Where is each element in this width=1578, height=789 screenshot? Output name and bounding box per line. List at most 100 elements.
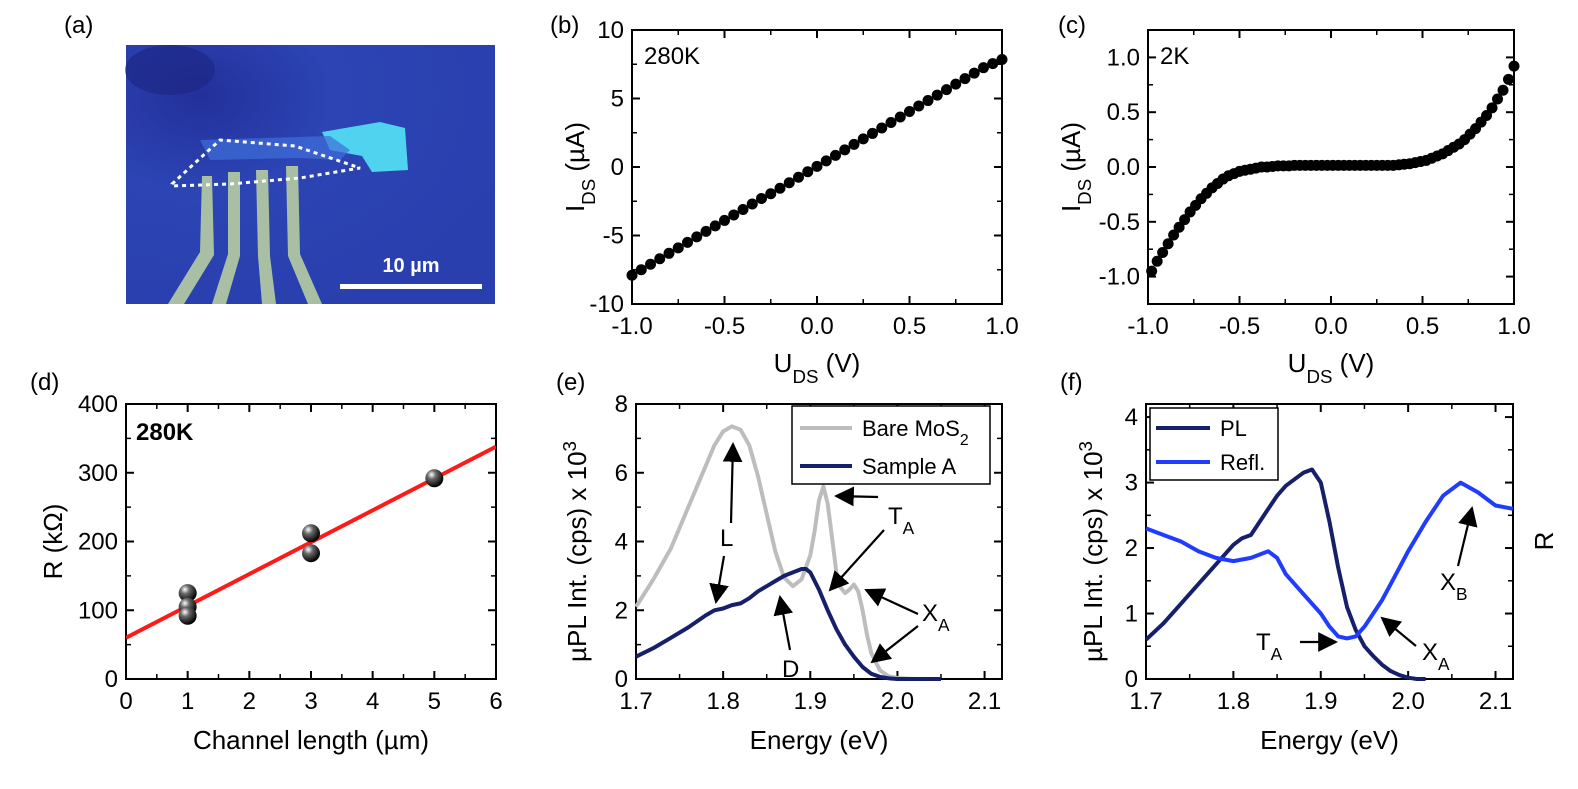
data-point — [1173, 221, 1185, 233]
y-axis-label: R (kΩ) — [38, 504, 68, 580]
data-point — [783, 177, 795, 189]
data-point — [709, 220, 721, 232]
x-tick-label: 0.0 — [800, 313, 833, 340]
y-tick-label: 8 — [615, 391, 628, 418]
x-tick-label: 1.0 — [1497, 313, 1530, 340]
y-tick-label: 4 — [1125, 404, 1138, 431]
annotation-XA: XA — [922, 600, 950, 635]
panel-label-a: (a) — [64, 12, 93, 39]
annotation-arrow — [1456, 506, 1478, 567]
x-tick-label: 1.7 — [619, 688, 652, 715]
temperature-label: 280K — [644, 43, 700, 70]
data-point — [996, 53, 1008, 65]
annotation-arrow — [1380, 616, 1417, 647]
data-point — [672, 242, 684, 254]
micrograph-image: 10 µm — [125, 45, 495, 304]
y-tick-label: 0.0 — [1107, 154, 1140, 181]
data-point — [626, 269, 638, 281]
y-tick-label: 0 — [615, 666, 628, 693]
data-point — [691, 231, 703, 243]
contact-3 — [256, 170, 276, 304]
data-point — [1486, 102, 1498, 114]
data-point — [765, 188, 777, 200]
panel-label-c: (c) — [1058, 12, 1086, 39]
data-point — [1503, 73, 1515, 85]
legend-entry: Bare MoS2 — [862, 416, 969, 449]
data-point — [830, 149, 841, 161]
scale-bar — [340, 284, 482, 289]
annotation-L: L — [720, 525, 733, 552]
panel-label-e: (e) — [556, 369, 585, 396]
x-tick-label: 1.9 — [1304, 688, 1337, 715]
data-point — [728, 209, 740, 221]
data-point — [1492, 93, 1504, 105]
x-tick-label: 1.0 — [985, 313, 1018, 340]
y-tick-label: 0 — [105, 666, 118, 693]
y-tick-label: 400 — [78, 391, 118, 418]
x-tick-label: 2.0 — [881, 688, 914, 715]
data-point — [645, 258, 656, 270]
annotation-TA: TA — [1256, 629, 1283, 664]
y-tick-label: 5 — [611, 86, 624, 113]
x-tick-label: 4 — [366, 688, 379, 715]
data-point — [978, 62, 989, 74]
legend-box — [791, 405, 991, 485]
x-tick-label: -0.5 — [1219, 313, 1260, 340]
annotation-XB: XB — [1440, 569, 1468, 604]
legend-entry: PL — [1220, 416, 1247, 441]
panel-a: (a) 10 µm — [64, 12, 495, 304]
y-tick-label: 0 — [611, 154, 624, 181]
contact-2 — [212, 172, 240, 304]
temperature-label: 2K — [1160, 43, 1189, 70]
x-axis-label: Energy (eV) — [1260, 725, 1399, 755]
data-point — [913, 100, 925, 112]
data-point — [1497, 84, 1509, 96]
y-tick-label: 3 — [1125, 470, 1138, 497]
series-line — [635, 567, 941, 681]
x-tick-label: 2.1 — [1479, 688, 1512, 715]
plot-frame — [1145, 403, 1514, 680]
series-line — [1145, 480, 1514, 641]
y-axis-label: IDS (µA) — [1056, 122, 1095, 212]
annotation-arrow — [722, 442, 743, 524]
data-point — [987, 58, 999, 70]
x-tick-label: 0.0 — [1314, 313, 1347, 340]
annotation-arrow — [834, 486, 879, 507]
data-point — [302, 524, 320, 543]
panel-label-f: (f) — [1060, 369, 1083, 396]
data-point — [682, 236, 693, 248]
data-point — [1179, 214, 1191, 226]
x-tick-label: 2 — [243, 688, 256, 715]
scale-bar-label: 10 µm — [382, 255, 439, 277]
micrograph-shadow — [125, 45, 215, 95]
data-point — [302, 544, 320, 563]
mos2-flake — [322, 122, 408, 172]
panel-label-b: (b) — [550, 12, 579, 39]
x-tick-label: 3 — [304, 688, 317, 715]
contact-4 — [286, 166, 322, 304]
x-tick-label: 2.0 — [1391, 688, 1424, 715]
data-point — [922, 95, 934, 107]
series-line — [634, 424, 916, 681]
annotation-arrow — [709, 555, 729, 604]
data-point — [857, 133, 869, 145]
x-tick-label: 1.8 — [706, 688, 739, 715]
x-tick-label: 0 — [119, 688, 132, 715]
y-axis-label: µPL Int. (cps) x 103 — [1075, 441, 1109, 662]
x-axis-label: Channel length (µm) — [193, 725, 429, 755]
data-point — [793, 171, 804, 183]
legend-entry: Sample A — [862, 454, 956, 479]
annotation-XA: XA — [1422, 639, 1450, 674]
data-point — [1162, 238, 1174, 250]
y-tick-label: 100 — [78, 597, 118, 624]
data-point — [178, 606, 197, 625]
y-tick-label: 1 — [1125, 601, 1138, 628]
x-axis-label: UDS (V) — [774, 348, 861, 387]
legend-box — [1149, 407, 1279, 481]
data-point — [959, 73, 971, 85]
